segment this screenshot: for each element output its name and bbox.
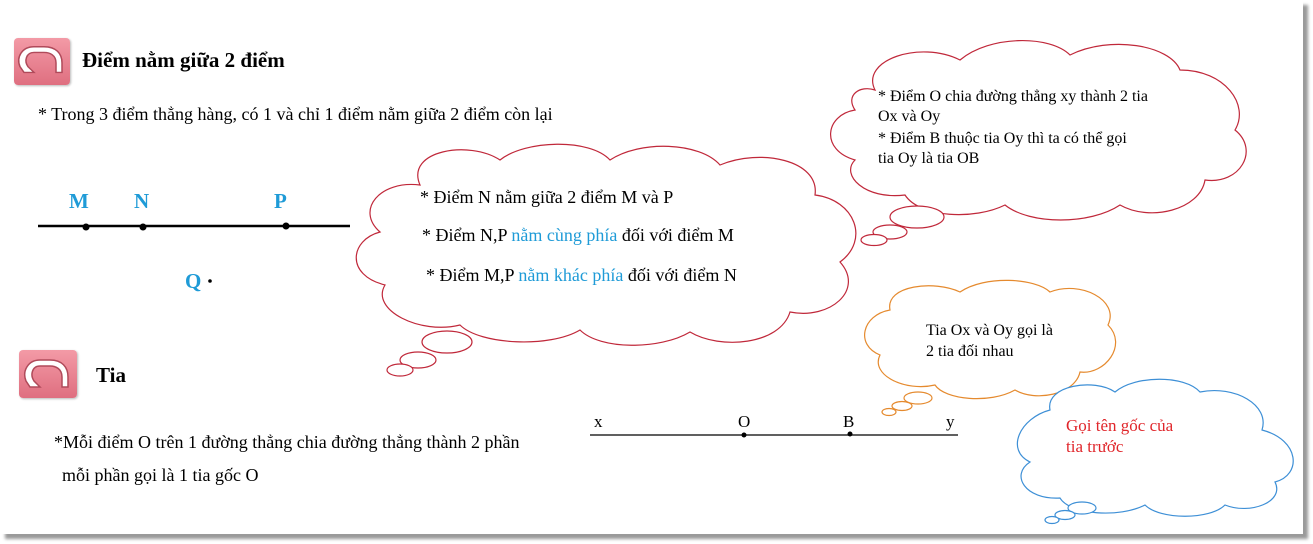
cloud-mnp-line3-highlight: nằm khác phía xyxy=(518,265,624,285)
point-p-label: P xyxy=(274,189,287,213)
cloud-root-line2: tia trước xyxy=(1066,437,1124,456)
cloud-mnp-line1: * Điểm N nằm giữa 2 điểm M và P xyxy=(420,187,674,207)
point-n-label: N xyxy=(134,189,150,213)
point-o-dot xyxy=(741,432,747,438)
cloud-oxy-line2: Ox và Oy xyxy=(878,108,941,125)
cloud-root-line1: Gọi tên gốc của xyxy=(1066,416,1174,435)
cloud-oxy-line1: * Điểm O chia đường thẳng xy thành 2 tia xyxy=(878,88,1148,105)
section1-title: Điểm nằm giữa 2 điểm xyxy=(82,48,285,72)
section2-statement-line2: mỗi phần gọi là 1 tia gốc O xyxy=(62,465,259,485)
cloud-oxy-line3: * Điểm B thuộc tia Oy thì ta có thể gọi xyxy=(878,130,1127,147)
u-turn-arrow-icon xyxy=(24,359,69,388)
ray-label-o: O xyxy=(738,412,751,431)
section1-icon-button[interactable] xyxy=(14,38,70,85)
cloud-mnp-line2-highlight: nằm cùng phía xyxy=(511,225,618,245)
ray-label-b: B xyxy=(843,412,855,431)
diagram-layer xyxy=(38,40,1294,525)
slide: Điểm nằm giữa 2 điểm * Trong 3 điểm thẳn… xyxy=(14,38,1294,525)
cloud-mnp-line3-suffix: đối với điểm N xyxy=(623,265,737,285)
section1-statement: * Trong 3 điểm thẳng hàng, có 1 và chỉ 1… xyxy=(38,104,553,124)
u-turn-arrow-icon xyxy=(18,46,63,74)
section2-icon-button[interactable] xyxy=(19,350,77,398)
cloud-opposite-shape xyxy=(864,279,1117,417)
cloud-oxy-shape xyxy=(830,40,1247,247)
point-q-label: Q xyxy=(185,269,202,293)
cloud-opposite-line1: Tia Ox và Oy gọi là xyxy=(926,322,1053,339)
ray-label-x: x xyxy=(594,412,603,431)
cloud-mnp-line2: * Điểm N,P nằm cùng phía đối với điểm M xyxy=(422,224,734,247)
cloud-mnp-line2-suffix: đối với điểm M xyxy=(617,225,734,245)
section2-title: Tia xyxy=(96,363,126,387)
cloud-root-shape xyxy=(1017,378,1294,525)
cloud-mnp-line3: * Điểm M,P nằm khác phía đối với điểm N xyxy=(426,264,737,287)
section2-statement-line1: *Mỗi điểm O trên 1 đường thẳng chia đườn… xyxy=(54,432,520,452)
point-m-dot xyxy=(82,223,90,231)
point-q-dot xyxy=(208,279,212,283)
cloud-mnp-shape xyxy=(355,143,857,377)
point-m-label: M xyxy=(69,189,89,213)
cloud-opposite-line2: 2 tia đối nhau xyxy=(926,343,1014,360)
cloud-mnp-line3-prefix: * Điểm M,P xyxy=(426,265,519,285)
point-n-dot xyxy=(139,223,147,231)
point-b-dot xyxy=(847,431,853,437)
cloud-oxy-line4: tia Oy là tia OB xyxy=(878,150,980,167)
cloud-mnp-line2-prefix: * Điểm N,P xyxy=(422,225,512,245)
point-p-dot xyxy=(282,222,290,230)
ray-label-y: y xyxy=(946,412,955,431)
